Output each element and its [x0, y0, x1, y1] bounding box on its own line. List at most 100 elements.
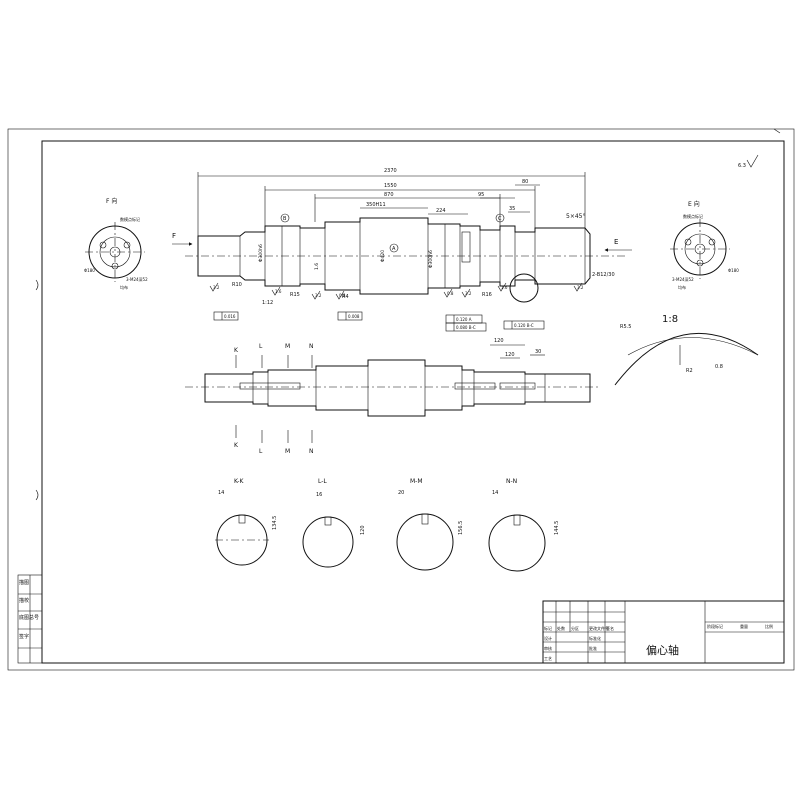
svg-text:数模点标记: 数模点标记 — [120, 216, 140, 222]
svg-text:标准化: 标准化 — [589, 635, 601, 641]
svg-text:0.8: 0.8 — [715, 364, 723, 370]
svg-text:120: 120 — [505, 352, 515, 358]
title-block: 标记 处数 分区 更改文件号 签名 设计 审核 工艺 标准化 批准 阶段标记 重… — [542, 600, 785, 664]
svg-text:1.6: 1.6 — [275, 289, 282, 294]
svg-text:6.3: 6.3 — [738, 163, 746, 169]
svg-text:14: 14 — [492, 490, 498, 496]
svg-text:3-M24深52: 3-M24深52 — [126, 276, 148, 282]
svg-text:134.5: 134.5 — [272, 516, 278, 530]
f-end-view: F 向 数模点标记 Φ180 3-M24深52 均布 — [84, 197, 148, 290]
svg-text:1:12: 1:12 — [262, 300, 273, 306]
svg-text:20: 20 — [398, 490, 404, 496]
f-arrow-label: F — [172, 232, 176, 240]
svg-text:L-L: L-L — [318, 478, 327, 485]
main-shaft-view: B A C F E — [172, 213, 632, 303]
sheet-borders — [7, 128, 795, 671]
section-k-k: K-K 14 134.5 — [215, 478, 278, 566]
svg-text:5×45°: 5×45° — [566, 213, 585, 220]
svg-text:35: 35 — [509, 206, 515, 212]
svg-text:底图总号: 底图总号 — [19, 614, 39, 621]
svg-text:B: B — [283, 216, 287, 222]
detail-view-1-8: 1:8 R5.5 R2 0.8 — [614, 314, 759, 386]
svg-text:0.8: 0.8 — [339, 293, 346, 298]
svg-text:1.6: 1.6 — [501, 285, 508, 290]
general-roughness-symbol: 6.3 — [738, 154, 759, 169]
drawing-title: 偏心轴 — [646, 643, 679, 657]
svg-text:设计: 设计 — [544, 635, 552, 641]
svg-text:156.5: 156.5 — [458, 521, 464, 535]
svg-text:R10: R10 — [232, 282, 242, 288]
svg-text:3.2: 3.2 — [577, 285, 584, 290]
svg-text:均布: 均布 — [678, 284, 686, 290]
svg-text:2-B12/30: 2-B12/30 — [592, 272, 615, 278]
section-n-n: N-N 14 144.5 — [488, 478, 560, 572]
section-l-l: L-L 16 120 — [302, 478, 366, 568]
svg-text:N: N — [309, 448, 314, 455]
svg-text:0.080 B-C: 0.080 B-C — [456, 325, 476, 330]
svg-text:K-K: K-K — [234, 478, 244, 485]
svg-text:14: 14 — [218, 490, 224, 496]
svg-text:0.008: 0.008 — [348, 314, 360, 319]
svg-text:分区: 分区 — [571, 625, 579, 631]
svg-text:16: 16 — [316, 492, 322, 498]
svg-text:A: A — [392, 246, 396, 252]
svg-text:1:8: 1:8 — [662, 314, 678, 325]
svg-text:30: 30 — [535, 349, 541, 355]
svg-text:Φ180: Φ180 — [728, 268, 739, 273]
svg-text:R15: R15 — [290, 292, 300, 298]
svg-text:3.2: 3.2 — [315, 293, 322, 298]
svg-text:均布: 均布 — [120, 284, 128, 290]
svg-text:数模点标记: 数模点标记 — [683, 213, 703, 219]
svg-text:E 向: E 向 — [688, 200, 700, 208]
svg-text:阶段标记: 阶段标记 — [707, 623, 723, 629]
e-end-view: E 向 数模点标记 Φ180 3-M24深52 均布 — [670, 200, 739, 290]
svg-text:95: 95 — [478, 192, 484, 198]
svg-text:审核: 审核 — [544, 645, 552, 651]
svg-text:1550: 1550 — [384, 183, 397, 189]
svg-text:3.2: 3.2 — [465, 291, 472, 296]
svg-text:Φ180: Φ180 — [84, 268, 95, 273]
svg-text:N: N — [309, 343, 314, 350]
svg-text:N-N: N-N — [506, 478, 517, 485]
svg-text:120: 120 — [360, 525, 366, 535]
svg-text:L: L — [259, 343, 263, 350]
svg-text:0.016: 0.016 — [224, 314, 236, 319]
svg-text:Φ420: Φ420 — [380, 250, 386, 262]
svg-text:0.8: 0.8 — [447, 291, 454, 296]
svg-text:0.120 B-C: 0.120 B-C — [514, 323, 534, 328]
svg-text:K: K — [234, 347, 239, 354]
main-dimensions: 2370 1550 870 95 80 224 35 350H11 5×45° … — [197, 168, 615, 332]
svg-text:R16: R16 — [482, 292, 492, 298]
svg-text:R5.5: R5.5 — [620, 324, 631, 330]
svg-text:K: K — [234, 442, 239, 449]
svg-text:224: 224 — [436, 208, 446, 214]
keyway-view: 120 120 30 K L M N K L M N — [185, 338, 600, 455]
svg-text:标记: 标记 — [544, 625, 552, 631]
svg-text:120: 120 — [494, 338, 504, 344]
e-arrow-label: E — [614, 238, 618, 246]
svg-text:870: 870 — [384, 192, 394, 198]
svg-text:工艺: 工艺 — [544, 656, 552, 661]
svg-text:R4: R4 — [342, 294, 349, 300]
svg-text:2370: 2370 — [384, 168, 397, 174]
svg-text:F 向: F 向 — [106, 197, 117, 205]
svg-text:签名: 签名 — [606, 625, 614, 631]
svg-text:更改文件号: 更改文件号 — [589, 625, 609, 631]
svg-text:描校: 描校 — [19, 597, 29, 604]
svg-text:批准: 批准 — [589, 645, 597, 651]
svg-text:M: M — [285, 448, 290, 455]
svg-text:R2: R2 — [686, 368, 693, 374]
svg-text:144.5: 144.5 — [554, 521, 560, 535]
left-signature-strip: 描图 描校 底图总号 签字 — [17, 574, 43, 664]
svg-text:L: L — [259, 448, 263, 455]
svg-text:0.120 A: 0.120 A — [456, 317, 472, 322]
svg-text:签字: 签字 — [19, 633, 29, 640]
svg-text:350H11: 350H11 — [366, 202, 386, 208]
svg-text:重量: 重量 — [740, 623, 748, 629]
section-m-m: M-M 20 156.5 — [396, 478, 464, 571]
svg-text:M: M — [285, 343, 290, 350]
svg-text:1.6: 1.6 — [314, 263, 320, 270]
svg-text:Φ300h6: Φ300h6 — [428, 250, 434, 268]
svg-text:80: 80 — [522, 179, 528, 185]
